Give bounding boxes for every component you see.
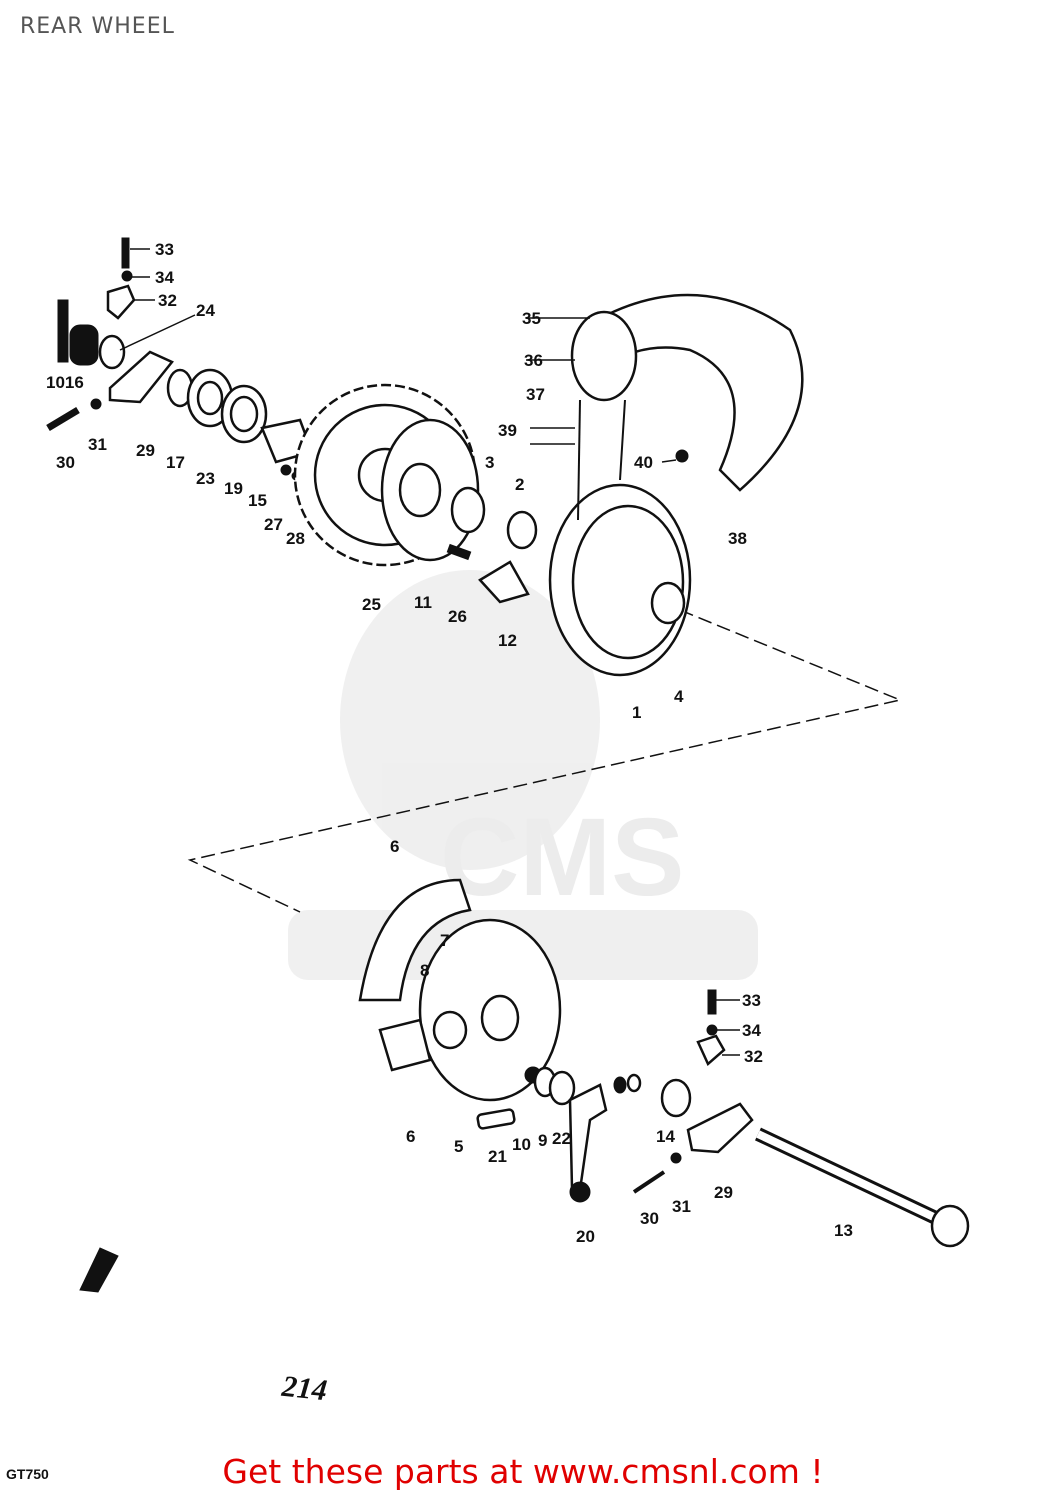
callout-29-lower: 29 bbox=[714, 1183, 733, 1202]
callout-33: 33 bbox=[155, 240, 174, 259]
cmsnl-watermark: CMS bbox=[288, 570, 758, 980]
callout-31-lower: 31 bbox=[672, 1197, 691, 1216]
callout-34-lower: 34 bbox=[742, 1021, 761, 1040]
callout-9: 9 bbox=[538, 1131, 547, 1150]
callout-7: 7 bbox=[440, 931, 449, 950]
callout-29: 29 bbox=[136, 441, 155, 460]
callout-15: 15 bbox=[248, 491, 267, 510]
callout-22: 22 bbox=[552, 1129, 571, 1148]
assembly-guide-lines bbox=[187, 609, 903, 913]
callout-13: 13 bbox=[834, 1221, 853, 1240]
callout-40: 40 bbox=[634, 453, 653, 472]
callout-32-lower: 32 bbox=[744, 1047, 763, 1066]
callout-21: 21 bbox=[488, 1147, 507, 1166]
callout-25: 25 bbox=[362, 595, 381, 614]
part-callouts: 33 34 32 24 1016 30 31 29 17 23 19 15 27… bbox=[46, 240, 853, 1246]
model-code: GT750 bbox=[6, 1466, 49, 1482]
callout-33-lower: 33 bbox=[742, 991, 761, 1010]
callout-28: 28 bbox=[286, 529, 305, 548]
callout-23: 23 bbox=[196, 469, 215, 488]
callout-4: 4 bbox=[674, 687, 684, 706]
svg-text:CMS: CMS bbox=[440, 796, 684, 919]
upper-assembly bbox=[46, 237, 804, 677]
callout-2: 2 bbox=[515, 475, 524, 494]
lower-assembly bbox=[79, 878, 970, 1293]
callout-19: 19 bbox=[224, 479, 243, 498]
get-parts-link[interactable]: Get these parts at www.cmsnl.com ! bbox=[222, 1452, 824, 1491]
callout-3: 3 bbox=[485, 453, 494, 472]
callout-1: 1 bbox=[632, 703, 641, 722]
callout-27: 27 bbox=[264, 515, 283, 534]
callout-39: 39 bbox=[498, 421, 517, 440]
callout-30: 30 bbox=[56, 453, 75, 472]
callout-37: 37 bbox=[526, 385, 545, 404]
callout-5: 5 bbox=[454, 1137, 463, 1156]
callout-30-lower: 30 bbox=[640, 1209, 659, 1228]
callout-31: 31 bbox=[88, 435, 107, 454]
callout-32: 32 bbox=[158, 291, 177, 310]
diagram-title: REAR WHEEL bbox=[20, 14, 175, 39]
callout-36: 36 bbox=[524, 351, 543, 370]
callout-20: 20 bbox=[576, 1227, 595, 1246]
callout-34: 34 bbox=[155, 268, 174, 287]
callout-26: 26 bbox=[448, 607, 467, 626]
callout-38: 38 bbox=[728, 529, 747, 548]
callout-17: 17 bbox=[166, 453, 185, 472]
callout-6-top: 6 bbox=[390, 837, 399, 856]
callout-12: 12 bbox=[498, 631, 517, 650]
callout-24: 24 bbox=[196, 301, 215, 320]
callout-leaders bbox=[119, 248, 740, 1056]
callout-1016: 1016 bbox=[46, 373, 84, 392]
callout-6-bottom: 6 bbox=[406, 1127, 415, 1146]
page-number: 214 bbox=[280, 1369, 329, 1408]
callout-10: 10 bbox=[512, 1135, 531, 1154]
callout-11: 11 bbox=[414, 593, 432, 612]
callout-8: 8 bbox=[420, 961, 429, 980]
callout-14: 14 bbox=[656, 1127, 675, 1146]
callout-35: 35 bbox=[522, 309, 541, 328]
